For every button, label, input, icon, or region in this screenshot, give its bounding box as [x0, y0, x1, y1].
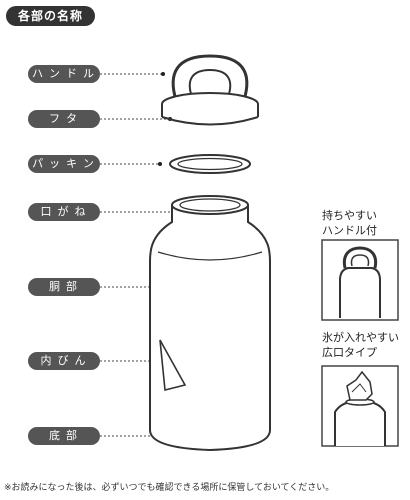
label-bottom: 底部 [28, 427, 100, 445]
lid-illustration [161, 54, 259, 126]
page-title: 各部の名称 [6, 6, 96, 26]
label-handle: ハンドル [28, 65, 100, 83]
feature-ice-text: 氷が入れやすい 広口タイプ [322, 331, 399, 359]
label-lid: フタ [28, 110, 100, 128]
feature-handle-box [321, 239, 399, 321]
feature-handle-text: 持ちやすい ハンドル付 [322, 209, 377, 237]
label-mouth: 口がね [28, 203, 100, 221]
label-inner: 内びん [28, 352, 100, 370]
label-body: 胴部 [28, 278, 100, 296]
label-gasket: パッキン [28, 155, 100, 173]
bottle-illustration [149, 195, 271, 452]
feature-ice-box [321, 365, 399, 447]
footnote: ※お読みになった後は、必ずいつでも確認できる場所に保管しておいてください。 [4, 483, 335, 493]
gasket-illustration [169, 154, 251, 174]
